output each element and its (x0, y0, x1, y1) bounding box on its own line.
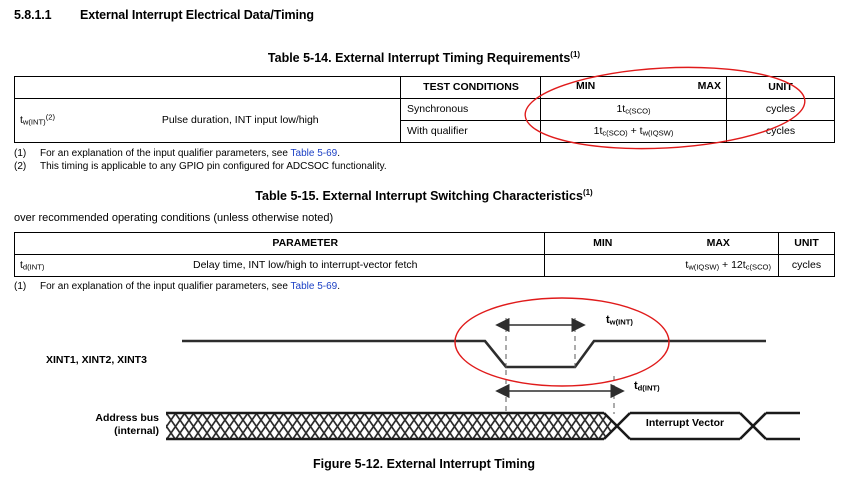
figure-caption: Figure 5-12. External Interrupt Timing (312, 457, 536, 471)
measure-label-td-int: td(INT) (634, 380, 660, 393)
annotation-ellipse-waveform (454, 297, 670, 387)
address-bus (166, 411, 800, 441)
table-5-15-title-footnote-ref: (1) (582, 188, 593, 197)
table-5-15-conditions-note: over recommended operating conditions (u… (14, 212, 334, 224)
cell-unit-cycles: cycles (726, 120, 835, 143)
cell-max-delay: tw(IQSW) + 12tc(SCO) (660, 254, 779, 277)
footnote-item: (2)This timing is applicable to any GPIO… (14, 161, 387, 173)
timing-diagram: tw(INT) td(INT) Interrupt Vector (0, 290, 848, 455)
cell-symbol-tw-int: tw(INT)(2) (14, 98, 81, 143)
table-row: tw(INT)(2) Pulse duration, INT input low… (14, 98, 835, 143)
table-5-15-title: Table 5-15. External Interrupt Switching… (0, 188, 848, 203)
cell-description-pulse-duration: Pulse duration, INT input low/high (80, 98, 401, 143)
footnote-item: (1)For an explanation of the input quali… (14, 281, 341, 292)
table-5-15-title-text: Table 5-15. External Interrupt Switching… (255, 189, 583, 204)
footnote-link-table-5-69[interactable]: Table 5-69 (290, 281, 338, 292)
measure-guides-tw (505, 318, 576, 372)
measure-label-tw-int: tw(INT) (606, 314, 633, 327)
footnote-link-table-5-69[interactable]: Table 5-69 (290, 148, 338, 159)
col-header-unit: UNIT (726, 76, 835, 99)
col-header-parameter: PARAMETER (66, 232, 545, 255)
table-5-14-title: Table 5-14. External Interrupt Timing Re… (0, 50, 848, 65)
col-header-unit: UNIT (778, 232, 835, 255)
cell-min-empty (544, 254, 661, 277)
cell-unit-cycles: cycles (778, 254, 835, 277)
table-row: With qualifier 1tc(SCO) + tw(IQSW) cycle… (15, 120, 835, 143)
annotation-ellipse-table-5-14 (524, 66, 806, 150)
section-title: External Interrupt Electrical Data/Timin… (80, 8, 314, 22)
cell-min-with-qualifier: 1tc(SCO) + tw(IQSW) (540, 120, 727, 143)
xint-waveform (182, 339, 766, 369)
table-5-14-title-text: Table 5-14. External Interrupt Timing Re… (267, 51, 571, 66)
col-header-min: MIN (576, 79, 596, 92)
table-5-15-footnotes: (1)For an explanation of the input quali… (14, 280, 340, 293)
table-5-15: PARAMETER MIN MAX UNIT td(INT) Delay tim… (14, 232, 835, 277)
bus-value-interrupt-vector: Interrupt Vector (645, 417, 725, 429)
footnote-item: (1)For an explanation of the input quali… (14, 148, 341, 159)
col-header-param-blank (14, 76, 81, 99)
cell-symbol-td-int: td(INT) (14, 254, 67, 277)
col-header-parameter-blank (14, 232, 67, 255)
table-row: PARAMETER MIN MAX UNIT (14, 232, 835, 255)
table-row: td(INT) Delay time, INT low/high to inte… (14, 254, 835, 277)
col-header-max: MAX (697, 79, 721, 92)
measure-guides-td (505, 370, 615, 414)
table-5-14: TEST CONDITIONS MIN MAX UNIT tw(INT)(2) … (14, 76, 835, 143)
timing-diagram-svg (166, 297, 800, 441)
section-number: 5.8.1.1 (14, 8, 52, 22)
signal-label-address-bus: Address bus (internal) (95, 412, 159, 438)
col-header-max: MAX (660, 232, 779, 255)
signal-label-xint: XINT1, XINT2, XINT3 (46, 354, 147, 366)
cell-condition-with-qualifier: With qualifier (400, 120, 541, 143)
section-heading: 5.8.1.1 External Interrupt Electrical Dat… (14, 8, 314, 22)
cell-description-delay-time: Delay time, INT low/high to interrupt-ve… (66, 254, 545, 277)
col-header-min: MIN (544, 232, 661, 255)
cell-condition-synchronous: Synchronous (400, 98, 541, 121)
table-5-14-title-footnote-ref: (1) (570, 50, 581, 59)
table-5-14-footnotes: (1)For an explanation of the input quali… (14, 147, 387, 173)
col-header-param-blank-2 (80, 76, 401, 99)
